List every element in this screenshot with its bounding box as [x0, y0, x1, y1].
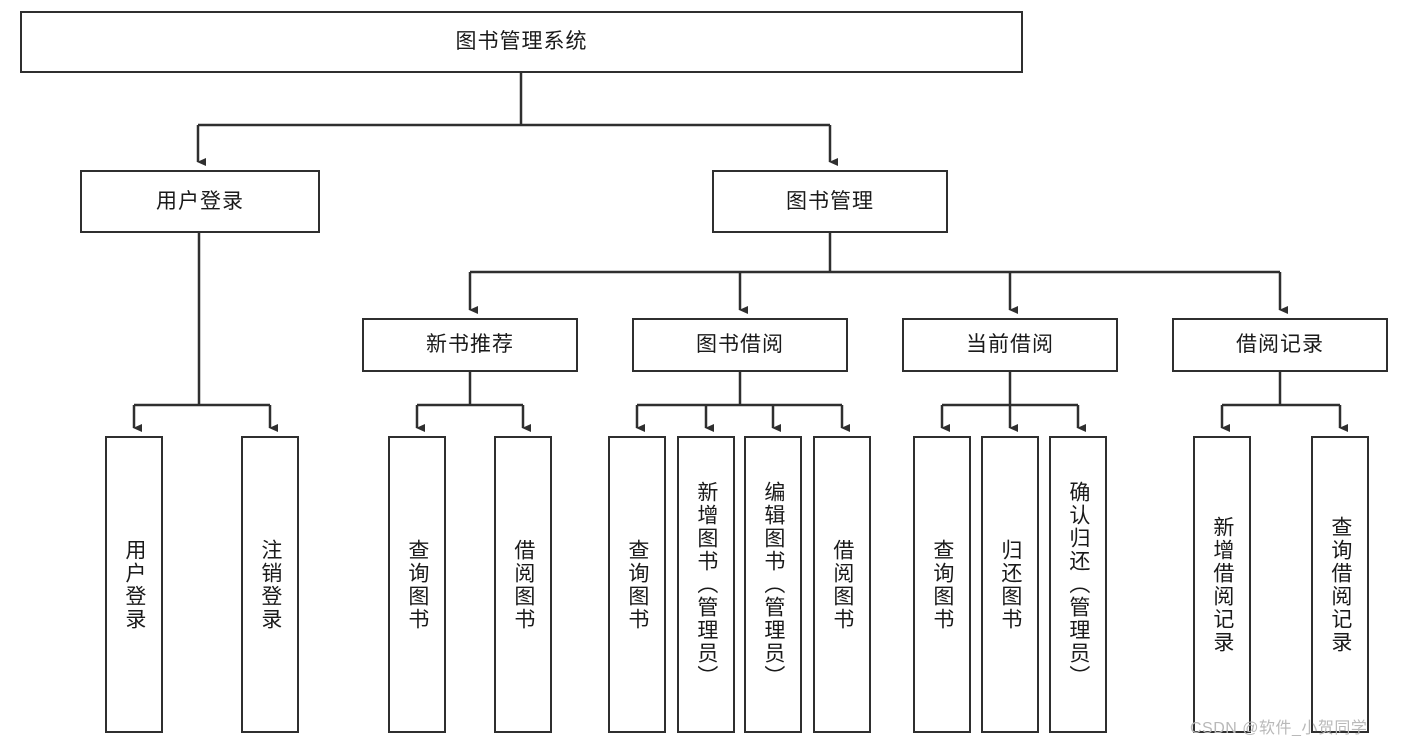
leaf-add-borrow-record[interactable]: 新增借阅记录: [1193, 436, 1251, 733]
leaf-logout[interactable]: 注销登录: [241, 436, 299, 733]
node-label: 编辑图书（管理员）: [761, 481, 785, 688]
leaf-query-book-borrow[interactable]: 查询图书: [608, 436, 666, 733]
node-user-login[interactable]: 用户登录: [80, 170, 320, 233]
leaf-edit-book-admin[interactable]: 编辑图书（管理员）: [744, 436, 802, 733]
node-label: 当前借阅: [966, 333, 1054, 357]
node-label: 借阅记录: [1236, 333, 1324, 357]
node-book-management[interactable]: 图书管理: [712, 170, 948, 233]
node-label: 归还图书: [998, 538, 1022, 631]
node-label: 借阅图书: [511, 538, 535, 631]
node-label: 新书推荐: [426, 333, 514, 357]
node-label: 用户登录: [156, 189, 244, 213]
node-label: 新增借阅记录: [1210, 515, 1234, 654]
node-label: 借阅图书: [830, 538, 854, 631]
leaf-query-book-new[interactable]: 查询图书: [388, 436, 446, 733]
node-root-system[interactable]: 图书管理系统: [20, 11, 1023, 73]
leaf-return-book[interactable]: 归还图书: [981, 436, 1039, 733]
leaf-user-login[interactable]: 用户登录: [105, 436, 163, 733]
node-label: 图书管理: [786, 189, 874, 213]
node-label: 图书管理系统: [455, 30, 588, 54]
node-new-book-recommend[interactable]: 新书推荐: [362, 318, 578, 372]
leaf-confirm-return-admin[interactable]: 确认归还（管理员）: [1049, 436, 1107, 733]
node-borrow-record[interactable]: 借阅记录: [1172, 318, 1388, 372]
leaf-add-book-admin[interactable]: 新增图书（管理员）: [677, 436, 735, 733]
leaf-borrow-book-new[interactable]: 借阅图书: [494, 436, 552, 733]
node-book-borrow[interactable]: 图书借阅: [632, 318, 848, 372]
node-label: 查询借阅记录: [1328, 515, 1352, 654]
node-label: 查询图书: [405, 538, 429, 631]
leaf-borrow-book[interactable]: 借阅图书: [813, 436, 871, 733]
node-label: 确认归还（管理员）: [1066, 481, 1090, 688]
leaf-query-book-current[interactable]: 查询图书: [913, 436, 971, 733]
node-label: 图书借阅: [696, 333, 784, 357]
leaf-query-borrow-record[interactable]: 查询借阅记录: [1311, 436, 1369, 733]
node-label: 新增图书（管理员）: [694, 481, 718, 688]
node-current-borrow[interactable]: 当前借阅: [902, 318, 1118, 372]
csdn-watermark: CSDN @软件_小贺同学: [1190, 720, 1368, 737]
node-label: 查询图书: [930, 538, 954, 631]
node-label: 查询图书: [625, 538, 649, 631]
node-label: 用户登录: [122, 538, 146, 631]
node-label: 注销登录: [258, 538, 282, 631]
